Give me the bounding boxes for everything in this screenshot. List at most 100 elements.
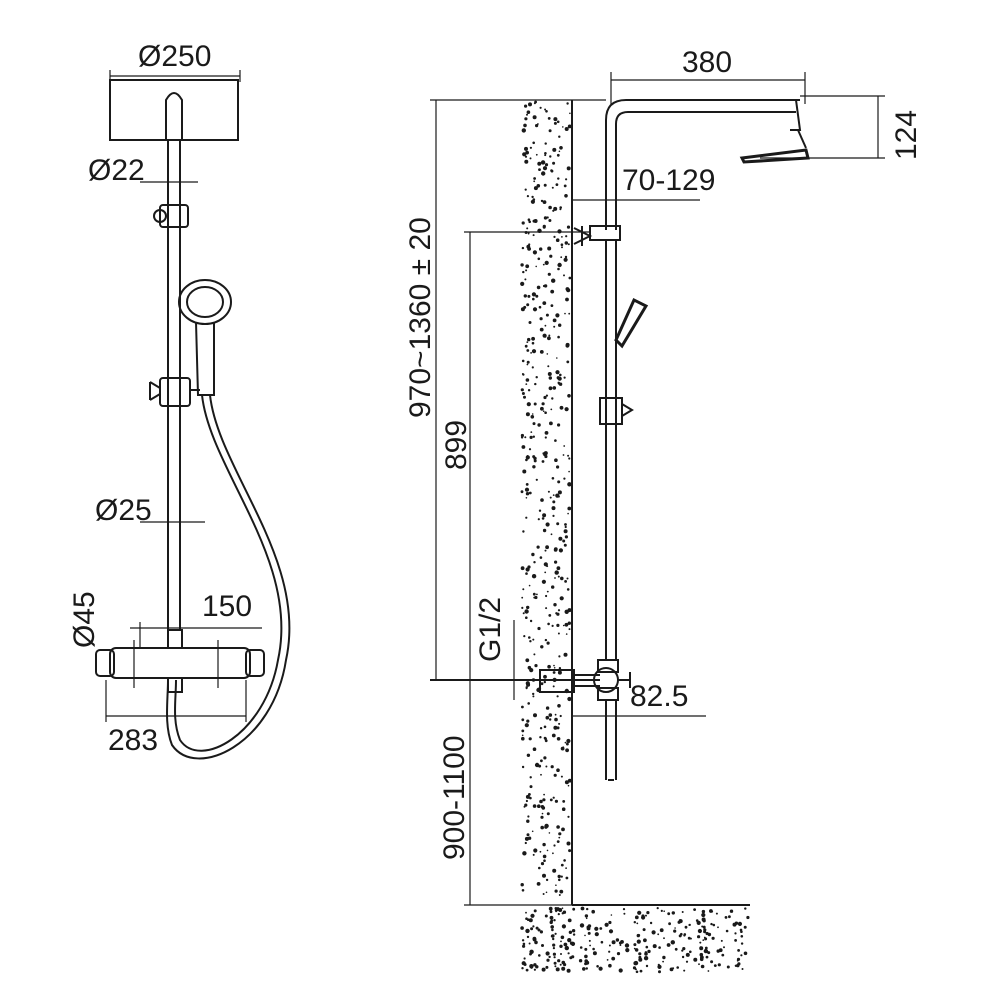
concrete-speck [632,966,637,970]
concrete-speck [557,177,560,180]
thermostatic-valve-body [109,647,251,679]
concrete-speck [547,365,550,368]
side-view: 380 124 70-129 970~1360 ± 20 899 G1/2 [404,46,923,974]
concrete-speck [529,619,533,623]
concrete-speck [536,545,540,549]
concrete-speck [698,963,700,966]
concrete-speck [556,623,560,628]
concrete-speck [528,491,532,495]
concrete-speck [551,506,556,511]
concrete-speck [545,765,548,768]
concrete-speck [662,960,664,963]
concrete-speck [564,780,569,785]
concrete-speck [567,243,570,246]
concrete-speck [558,894,561,896]
concrete-speck [533,180,536,183]
concrete-speck [568,628,571,631]
concrete-speck [541,402,545,406]
concrete-speck [667,912,671,916]
dim-head-diameter: Ø250 [138,40,211,73]
concrete-speck [619,944,622,946]
upper-bracket [159,204,189,228]
concrete-speck [707,933,711,936]
concrete-speck [568,312,571,315]
concrete-speck [556,840,560,843]
concrete-speck [737,949,740,952]
concrete-speck [704,946,708,950]
dim-riser-height: 899 [440,420,473,470]
concrete-speck [547,272,551,276]
concrete-speck [527,294,531,298]
concrete-speck [545,951,550,956]
concrete-speck [600,940,604,944]
concrete-speck [532,638,535,641]
concrete-speck [526,833,530,837]
concrete-speck [662,955,666,960]
concrete-speck [559,373,562,377]
concrete-speck [546,641,550,645]
concrete-speck [521,606,524,610]
concrete-speck [549,718,552,721]
concrete-speck [526,753,531,757]
concrete-speck [695,919,699,922]
concrete-speck [521,729,525,733]
concrete-speck [565,876,569,880]
concrete-speck [688,924,691,926]
concrete-speck [545,522,550,527]
concrete-speck [641,915,646,920]
concrete-speck [536,285,541,290]
concrete-speck [529,640,532,643]
concrete-speck [520,263,524,267]
concrete-speck [572,907,576,911]
concrete-speck [552,161,556,165]
concrete-speck [636,922,639,925]
shower-arm-outer [605,99,800,230]
concrete-speck [558,548,564,553]
concrete-speck [530,415,535,419]
concrete-speck [526,113,528,116]
dim-head-height: 124 [890,110,923,160]
concrete-speck [553,548,558,552]
concrete-speck [552,494,555,496]
concrete-speck [535,478,538,481]
concrete-speck [545,607,548,610]
concrete-speck [587,931,591,935]
concrete-speck [543,183,547,187]
concrete-speck [562,126,564,128]
concrete-speck [539,350,544,354]
concrete-speck [547,336,551,341]
concrete-speck [540,199,544,203]
concrete-speck [703,930,707,934]
concrete-speck [521,221,525,225]
concrete-speck [681,949,684,952]
concrete-speck [532,747,537,751]
concrete-speck [550,919,554,923]
concrete-speck [568,470,570,473]
concrete-speck [546,353,549,355]
concrete-speck [526,402,531,407]
concrete-speck [565,287,570,291]
concrete-speck [559,206,562,209]
concrete-speck [552,318,557,323]
concrete-speck [558,832,562,836]
concrete-speck [717,926,719,929]
concrete-speck [543,756,547,760]
concrete-speck [546,812,550,816]
concrete-speck [549,496,552,499]
concrete-speck [544,739,548,743]
hose-outlet [167,677,183,693]
concrete-speck [542,854,547,859]
concrete-speck [701,912,706,918]
concrete-speck [549,254,553,258]
concrete-speck [696,920,701,926]
concrete-speck [560,576,564,581]
concrete-speck [563,376,566,379]
concrete-speck [532,465,536,469]
concrete-speck [564,127,569,131]
concrete-speck [547,117,551,120]
concrete-speck [538,168,541,172]
concrete-speck [658,946,661,949]
concrete-speck [522,588,525,591]
concrete-speck [697,928,703,934]
concrete-speck [520,566,525,571]
